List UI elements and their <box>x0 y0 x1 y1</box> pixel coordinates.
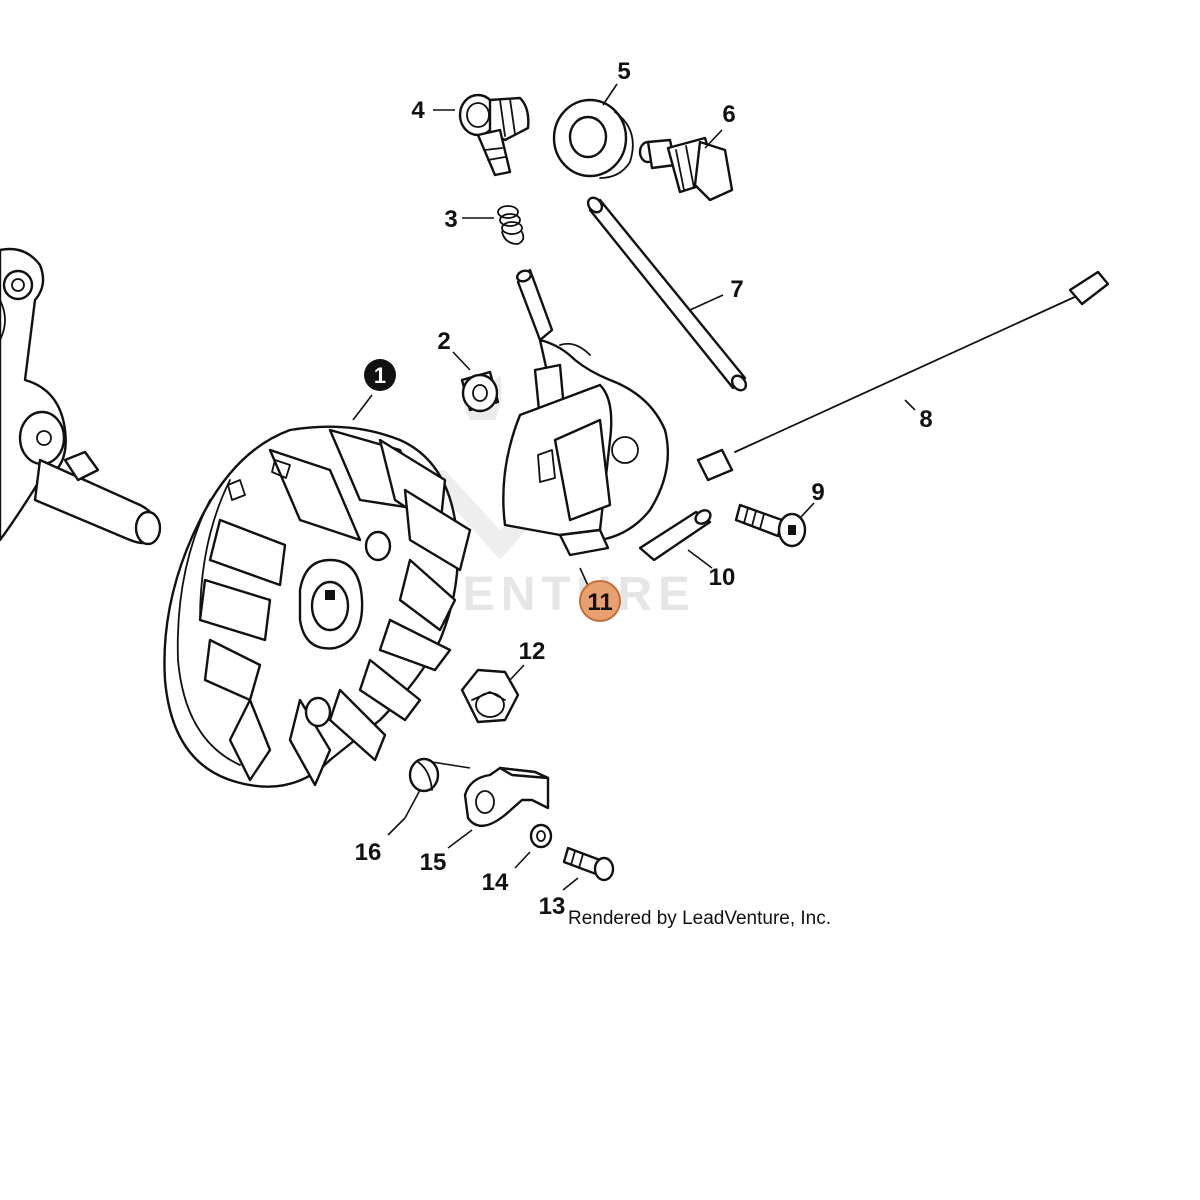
spark-plug <box>638 136 734 202</box>
spark-plug-boot <box>458 93 530 177</box>
flange-nut <box>460 668 520 724</box>
callout-13[interactable]: 13 <box>539 893 566 920</box>
pin <box>638 509 712 562</box>
bracket <box>463 766 550 827</box>
callout-8[interactable]: 8 <box>919 406 932 433</box>
callout-10[interactable]: 10 <box>709 564 736 591</box>
callout-16[interactable]: 16 <box>355 839 382 866</box>
callout-11: 11 <box>587 589 612 616</box>
callout-7[interactable]: 7 <box>730 276 743 303</box>
callout-14[interactable]: 14 <box>482 869 509 896</box>
callout-9[interactable]: 9 <box>811 479 824 506</box>
tube <box>586 196 748 392</box>
callout-1-badge[interactable]: 1 <box>364 359 396 391</box>
callout-12[interactable]: 12 <box>519 638 546 665</box>
callout-3[interactable]: 3 <box>444 206 457 233</box>
callout-6[interactable]: 6 <box>722 101 735 128</box>
screw-small <box>562 846 615 882</box>
leader-lines <box>352 83 916 891</box>
ignition-coil <box>502 268 670 557</box>
spring <box>497 205 525 245</box>
callout-5[interactable]: 5 <box>617 58 630 85</box>
callout-2[interactable]: 2 <box>437 328 450 355</box>
grommet <box>552 98 634 179</box>
callout-4[interactable]: 4 <box>411 97 425 124</box>
crankshaft <box>0 247 162 546</box>
credit-text: Rendered by LeadVenture, Inc. <box>568 908 831 929</box>
screw <box>734 503 807 548</box>
spacer <box>460 370 500 413</box>
ground-wire <box>696 270 1110 482</box>
callout-1: 1 <box>374 363 386 388</box>
callout-11-badge[interactable]: 11 <box>579 580 621 622</box>
callout-15[interactable]: 15 <box>420 849 447 876</box>
washer <box>529 823 553 849</box>
collar <box>408 757 440 793</box>
flywheel <box>163 425 472 788</box>
selected-highlight <box>579 580 621 622</box>
